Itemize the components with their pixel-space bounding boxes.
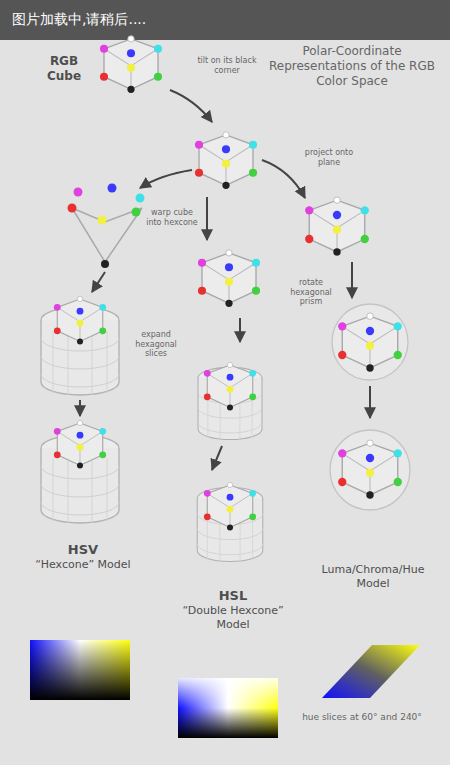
hue-dots — [204, 362, 256, 410]
model-subtitle: “Double Hexcone” Model — [165, 604, 301, 632]
step-note: tilt on its black corner — [194, 56, 260, 75]
arrow — [369, 386, 371, 418]
tilted-cube — [198, 250, 260, 307]
arrow — [239, 318, 241, 342]
circle-dots — [338, 440, 402, 499]
luma-swatch — [322, 645, 420, 698]
loading-text: 图片加载中,请稍后.... — [12, 11, 312, 28]
hsv-swatch — [30, 640, 130, 700]
figure-node: Luma/Chroma/Hue Model — [312, 425, 434, 591]
diagram-title: Polar-Coordinate Representations of the … — [262, 44, 442, 89]
hsl-swatch — [178, 678, 278, 738]
hue-dots — [204, 482, 256, 530]
arrow — [262, 160, 305, 198]
figure-node: RGB Cube — [40, 38, 170, 100]
arrow — [92, 272, 105, 292]
hexagon-dots — [338, 313, 402, 372]
arrow — [206, 197, 208, 240]
figure-node: HSL“Double Hexcone” Model — [165, 470, 301, 632]
model-name: Luma/Chroma/Hue Model — [312, 563, 434, 591]
figure-space — [165, 470, 295, 588]
rgb-cube — [100, 36, 162, 93]
swatch-caption: hue slices at 60° and 240° — [282, 712, 442, 723]
loading-bar — [0, 0, 450, 40]
model-name: HSV — [22, 542, 144, 558]
chroma-disc — [330, 430, 410, 510]
arrow — [351, 262, 353, 298]
arrow — [212, 446, 222, 470]
arrow — [79, 400, 81, 416]
hue-dots — [54, 420, 106, 468]
step-note: project onto plane — [296, 148, 362, 167]
step-note: rotate hexagonal prism — [282, 278, 340, 307]
projected-cube — [305, 197, 369, 256]
model-name: HSL — [165, 588, 301, 604]
arrow — [170, 90, 212, 122]
step-note: warp cube into hexcone — [146, 208, 198, 227]
model-name: RGB Cube — [40, 54, 88, 84]
tilted-cube — [195, 132, 257, 189]
hexcone-figure — [68, 184, 145, 269]
step-note: expand hexagonal slices — [128, 330, 184, 359]
figure-space — [312, 425, 428, 563]
figure-space — [22, 400, 138, 542]
figure-node: HSV“Hexcone” Model — [22, 400, 144, 572]
hue-dots — [54, 296, 106, 344]
arrow — [140, 170, 192, 188]
chroma-disc — [332, 304, 408, 380]
figure-space — [88, 38, 168, 100]
model-subtitle: “Hexcone” Model — [22, 558, 144, 572]
